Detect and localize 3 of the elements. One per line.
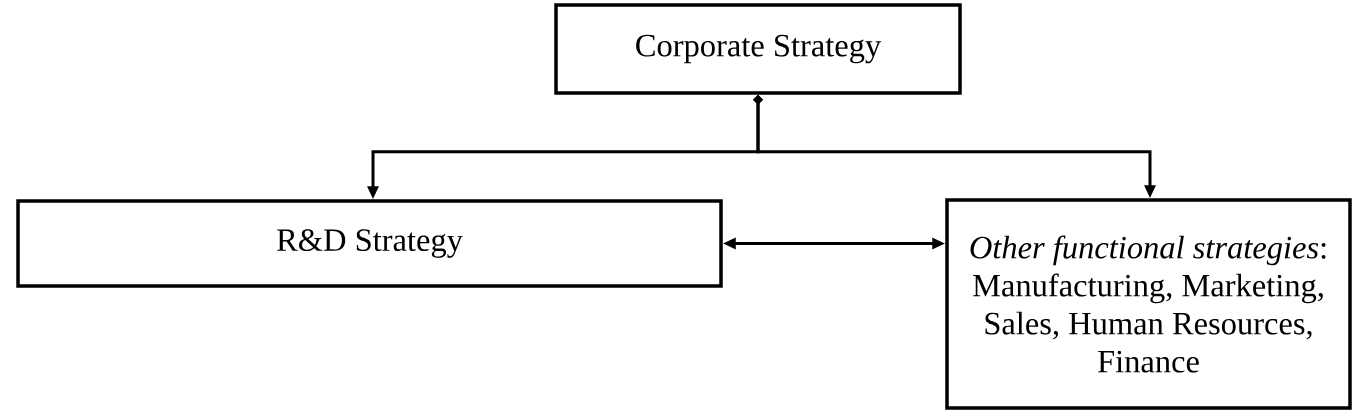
- strategy-box: Corporate Strategy: [554, 3, 962, 95]
- strategy-box: R&D Strategy: [16, 199, 723, 288]
- strategy-box: Other functional strategies: Manufacturing, Marketing, Sales, Human Resources, Finance: [945, 198, 1352, 410]
